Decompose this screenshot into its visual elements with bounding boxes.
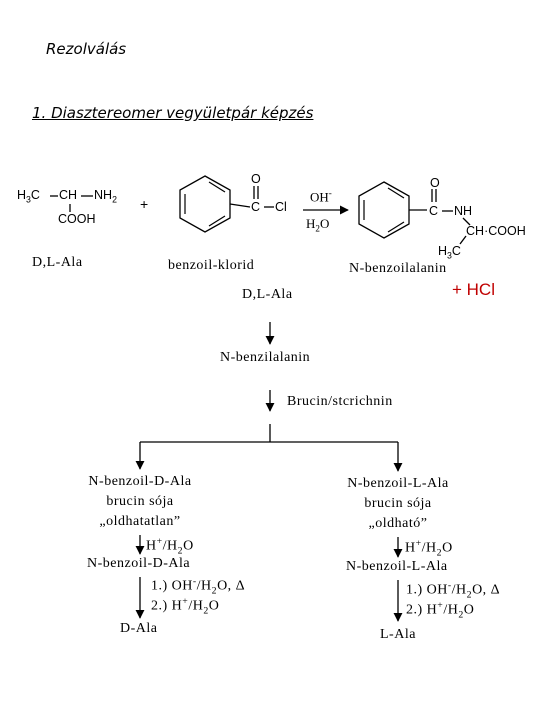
reagent-oh: OH- [310, 188, 332, 205]
benzoyl-cl: Cl [275, 200, 287, 214]
left-reagent-1: H+/H2O [146, 536, 194, 557]
benzene-ring-1 [179, 175, 231, 233]
left-salt-line1: N-benzoil-D-Ala [88, 474, 192, 489]
reagent-h2o: H2O [306, 216, 330, 234]
flow-step-benzylalanine: N-benzilalanin [220, 350, 311, 365]
section-title: 1. Diasztereomer vegyületpár képzés [32, 104, 314, 122]
right-reagent-1: H+/H2O [405, 538, 453, 559]
benzoyl-c: C [251, 200, 261, 214]
byproduct-hcl: + HCl [452, 280, 495, 299]
product-ch-h3c-bond [459, 235, 467, 245]
product-h3c: H3C [438, 244, 461, 261]
right-reagent-2a: 1.) OH-/H2O, Δ [406, 580, 501, 601]
product-nh-ch-bond [462, 217, 471, 226]
right-salt-line3: „oldható” [368, 516, 428, 531]
product-nh: NH [454, 204, 473, 218]
benzoyl-o: O [251, 172, 261, 186]
plus-sign: + [140, 196, 149, 212]
left-intermediate: N-benzoil-D-Ala [87, 556, 191, 571]
left-salt-line3: „oldhatatlan” [99, 514, 181, 529]
right-salt-line1: N-benzoil-L-Ala [347, 476, 449, 491]
product-ch-cooh: CH·COOH [466, 224, 526, 238]
product-c: C [429, 204, 439, 218]
left-reagent-2b: 2.) H+/H2O [151, 596, 220, 617]
heading: Rezolválás [46, 40, 127, 58]
benzene-ring-2 [358, 181, 410, 239]
benzoyl-ring-c-bond [229, 203, 251, 208]
label-n-benzoylalanine: N-benzoilalanin [349, 261, 447, 276]
ala-ch3: H3C [17, 188, 40, 205]
ala-cooh: COOH [58, 212, 96, 226]
label-dl-ala: D,L-Ala [32, 255, 83, 270]
ala-ch: CH [59, 188, 78, 202]
flow-step-resolving-agent: Brucin/stcrichnin [287, 394, 393, 409]
right-reagent-2b: 2.) H+/H2O [406, 600, 475, 621]
right-salt-line2: brucin sója [364, 496, 432, 511]
left-product-d-ala: D-Ala [120, 621, 158, 636]
left-salt-line2: brucin sója [106, 494, 174, 509]
label-dl-ala-2: D,L-Ala [242, 287, 293, 302]
product-o: O [430, 176, 440, 190]
right-product-l-ala: L-Ala [380, 627, 416, 642]
left-reagent-2a: 1.) OH-/H2O, Δ [151, 576, 246, 597]
ala-nh2: NH2 [94, 188, 117, 205]
right-intermediate: N-benzoil-L-Ala [346, 559, 448, 574]
label-benzoyl-chloride: benzoil-klorid [168, 258, 255, 273]
